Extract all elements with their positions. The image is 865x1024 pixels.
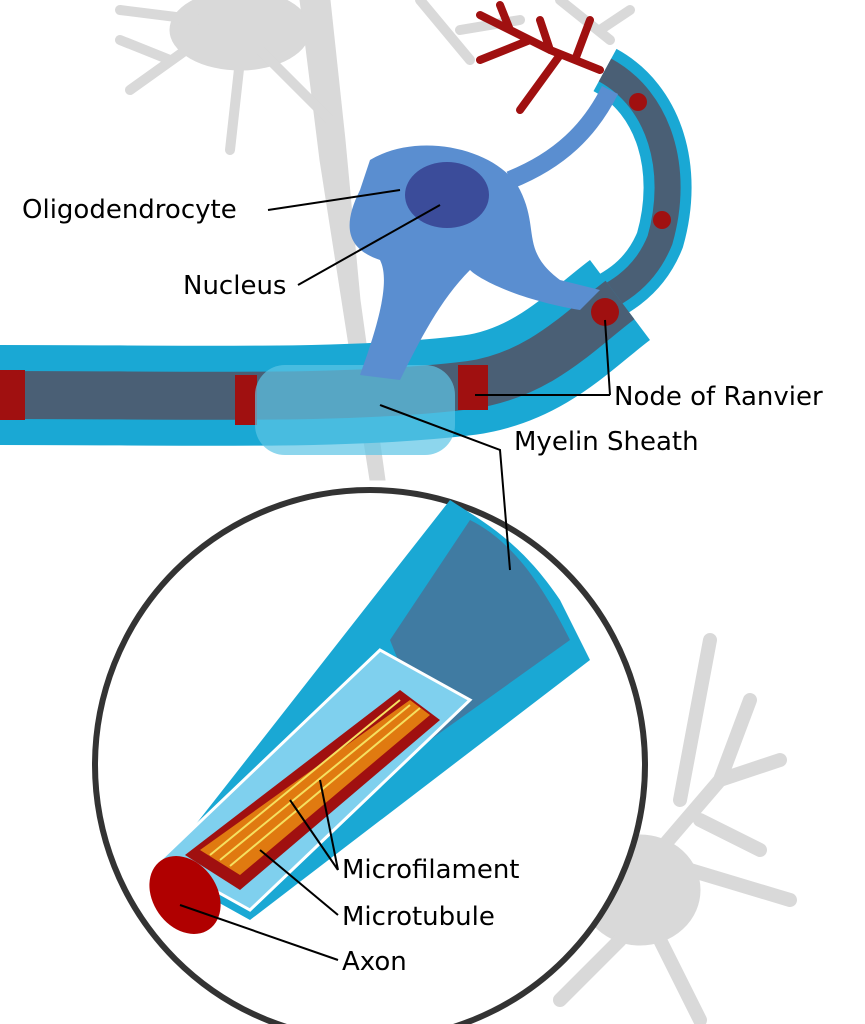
axon-terminal [476, 1, 604, 114]
node-of-ranvier-middle [235, 375, 257, 425]
nucleus [405, 162, 489, 228]
node-of-ranvier-upper [591, 298, 619, 326]
node-of-ranvier-right [458, 365, 488, 410]
label-microtubule: Microtubule [342, 902, 495, 932]
label-myelin-sheath: Myelin Sheath [514, 427, 699, 457]
main-axon [0, 260, 651, 455]
label-node-of-ranvier: Node of Ranvier [614, 382, 823, 412]
inset-magnification [92, 487, 648, 1024]
label-axon: Axon [342, 947, 407, 977]
label-oligodendrocyte: Oligodendrocyte [22, 195, 237, 225]
oligodendrocyte [349, 85, 619, 380]
label-microfilament: Microfilament [342, 855, 520, 885]
label-nucleus: Nucleus [183, 271, 286, 301]
node-of-ranvier-left [0, 370, 25, 420]
leader-lines [179, 189, 611, 961]
